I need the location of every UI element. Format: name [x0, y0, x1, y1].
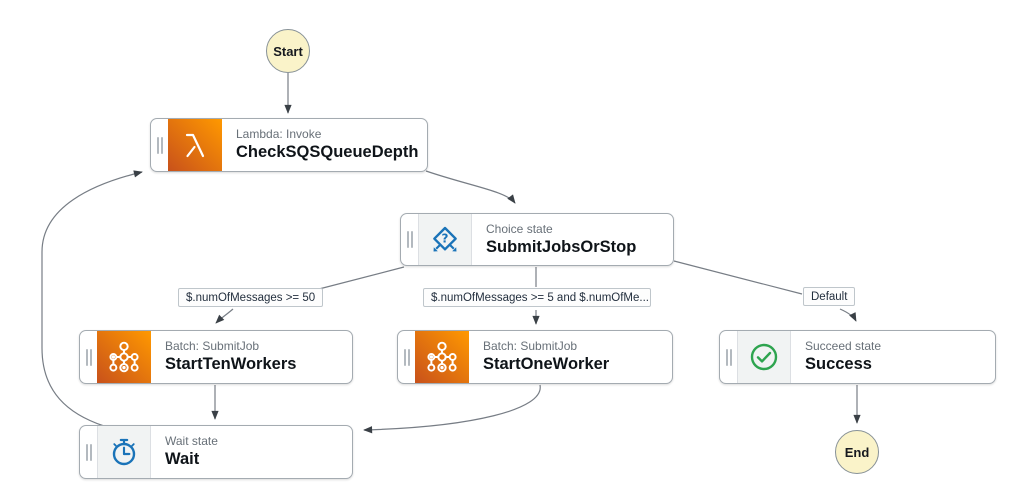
succeed-icon [737, 331, 791, 383]
state-node-wait[interactable]: Wait state Wait [79, 425, 353, 479]
edge-startone-to-wait [363, 384, 541, 434]
state-type-label: Choice state [486, 221, 553, 236]
end-node: End [835, 430, 879, 474]
wait-icon [97, 426, 151, 478]
drag-handle[interactable] [720, 331, 737, 383]
state-name: StartTenWorkers [165, 355, 297, 373]
drag-handle[interactable] [398, 331, 415, 383]
end-label: End [844, 444, 870, 460]
state-node-submitjobsorstop[interactable]: ? Choice state SubmitJobsOrStop [400, 213, 674, 266]
condition-label-50: $.numOfMessages >= 50 [178, 288, 324, 307]
state-name: CheckSQSQueueDepth [236, 143, 419, 161]
drag-handle[interactable] [401, 214, 418, 265]
drag-handle[interactable] [80, 331, 97, 383]
edge-choice-to-label-50 [318, 266, 405, 290]
state-name: StartOneWorker [483, 355, 610, 373]
condition-label-5: $.numOfMessages >= 5 and $.numOfMe... [423, 288, 651, 307]
state-type-label: Batch: SubmitJob [483, 339, 578, 353]
drag-handle[interactable] [80, 426, 97, 478]
edge-label-50-to-startten [215, 308, 234, 324]
state-node-starttenworkers[interactable]: Batch: SubmitJob StartTenWorkers [79, 330, 353, 384]
edge-choice-to-label-default [673, 260, 803, 295]
state-type-label: Lambda: Invoke [236, 127, 322, 141]
start-node: Start [266, 29, 310, 73]
batch-icon [415, 331, 469, 383]
edge-wait-loop-to-check [41, 170, 143, 427]
edge-check-to-choice [425, 170, 516, 204]
lambda-icon [168, 119, 222, 171]
edge-label-default-to-success [839, 308, 857, 322]
batch-icon [97, 331, 151, 383]
state-type-label: Wait state [165, 434, 218, 448]
state-type-label: Succeed state [805, 339, 882, 353]
start-label: Start [273, 43, 303, 59]
state-node-success[interactable]: Succeed state Success [719, 330, 996, 384]
drag-handle[interactable] [151, 119, 168, 171]
state-node-checksqsqueuedepth[interactable]: Lambda: Invoke CheckSQSQueueDepth [150, 118, 428, 172]
state-name: SubmitJobsOrStop [486, 237, 637, 256]
state-type-label: Batch: SubmitJob [165, 339, 260, 353]
state-name: Wait [165, 450, 200, 468]
choice-icon: ? [418, 214, 472, 265]
state-name: Success [805, 355, 872, 373]
svg-text:?: ? [442, 231, 449, 245]
condition-label-default: Default [803, 287, 856, 306]
state-node-startoneworker[interactable]: Batch: SubmitJob StartOneWorker [397, 330, 673, 384]
